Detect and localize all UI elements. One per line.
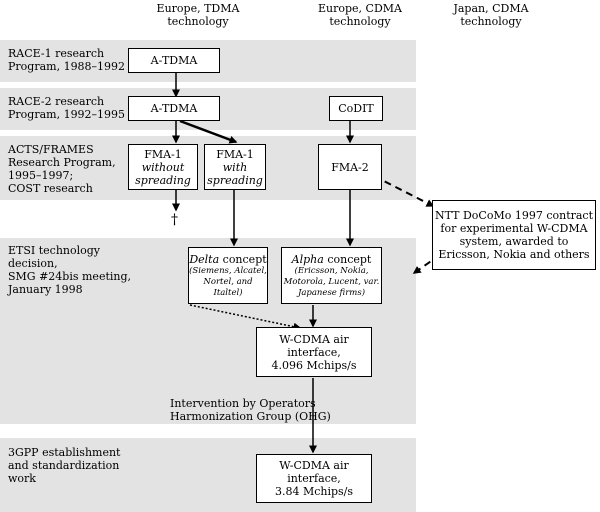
dagger-symbol: † <box>171 212 178 228</box>
fma1a-line1: FMA-1 <box>144 147 182 161</box>
fma1b-line2: with <box>222 160 248 174</box>
phase-etsi: ETSI technology decision, SMG #24bis mee… <box>8 244 132 296</box>
alpha-title: Alpha concept <box>292 253 372 266</box>
delta-title: Delta concept <box>189 253 266 266</box>
arrow-delta-wcdma1 <box>189 304 302 331</box>
alpha-detail: (Ericsson, Nokia, Motorola, Lucent, var.… <box>283 265 380 298</box>
box-fma2-label: FMA-2 <box>331 160 369 174</box>
fma1a-line2: without <box>141 160 185 174</box>
phase-acts: ACTS/FRAMES Research Program, 1995–1997;… <box>8 143 116 195</box>
header-europe-tdma: Europe, TDMA technology <box>156 2 240 28</box>
box-fma2: FMA-2 <box>318 144 382 190</box>
alpha-word: concept <box>323 252 372 266</box>
phase-3gpp: 3GPP establishment and standardization w… <box>8 446 121 485</box>
alpha-name: Alpha <box>291 252 324 266</box>
fma1a-line3: spreading <box>135 173 191 187</box>
box-alpha-concept: Alpha concept (Ericsson, Nokia, Motorola… <box>281 247 382 304</box>
delta-word: concept <box>219 252 267 266</box>
box-atdma-race1: A-TDMA <box>128 48 220 73</box>
box-fma1-without-spreading: FMA-1 without spreading <box>128 144 198 190</box>
box-atdma-race2: A-TDMA <box>128 96 220 121</box>
arrow-fma2-ntt <box>373 175 435 207</box>
box-fma1-with-spreading: FMA-1 with spreading <box>204 144 266 190</box>
delta-detail: (Siemens, Alcatel, Nortel, and Italtel) <box>189 265 267 298</box>
box-ntt-label: NTT DoCoMo 1997 contract for experimenta… <box>434 209 594 261</box>
arrow-ntt-alpha <box>412 247 451 274</box>
box-wcdma-384: W-CDMA air interface, 3.84 Mchips/s <box>256 454 372 503</box>
fma1b-line3: spreading <box>207 173 263 187</box>
box-codit: CoDIT <box>329 96 383 121</box>
phase-race2: RACE-2 research Program, 1992–1995 <box>8 95 126 121</box>
box-atdma-race1-label: A-TDMA <box>150 54 198 67</box>
delta-name: Delta <box>189 252 220 266</box>
arrow-atdma2-fma1b <box>179 119 238 144</box>
ohg-intervention-label: Intervention by Operators Harmonization … <box>170 397 331 423</box>
box-wcdma-4096: W-CDMA air interface, 4.096 Mchips/s <box>256 327 372 377</box>
box-codit-label: CoDIT <box>338 102 374 115</box>
box-ntt-docomo: NTT DoCoMo 1997 contract for experimenta… <box>432 200 596 270</box>
header-europe-cdma: Europe, CDMA technology <box>318 2 402 28</box>
box-atdma-race2-label: A-TDMA <box>150 102 198 115</box>
box-wcdma-384-label: W-CDMA air interface, 3.84 Mchips/s <box>274 459 354 498</box>
header-japan-cdma: Japan, CDMA technology <box>453 2 529 28</box>
phase-race1: RACE-1 research Program, 1988–1992 <box>8 47 126 73</box>
fma1b-line1: FMA-1 <box>216 147 254 161</box>
box-delta-concept: Delta concept (Siemens, Alcatel, Nortel,… <box>188 247 268 304</box>
box-wcdma-4096-label: W-CDMA air interface, 4.096 Mchips/s <box>271 332 357 372</box>
